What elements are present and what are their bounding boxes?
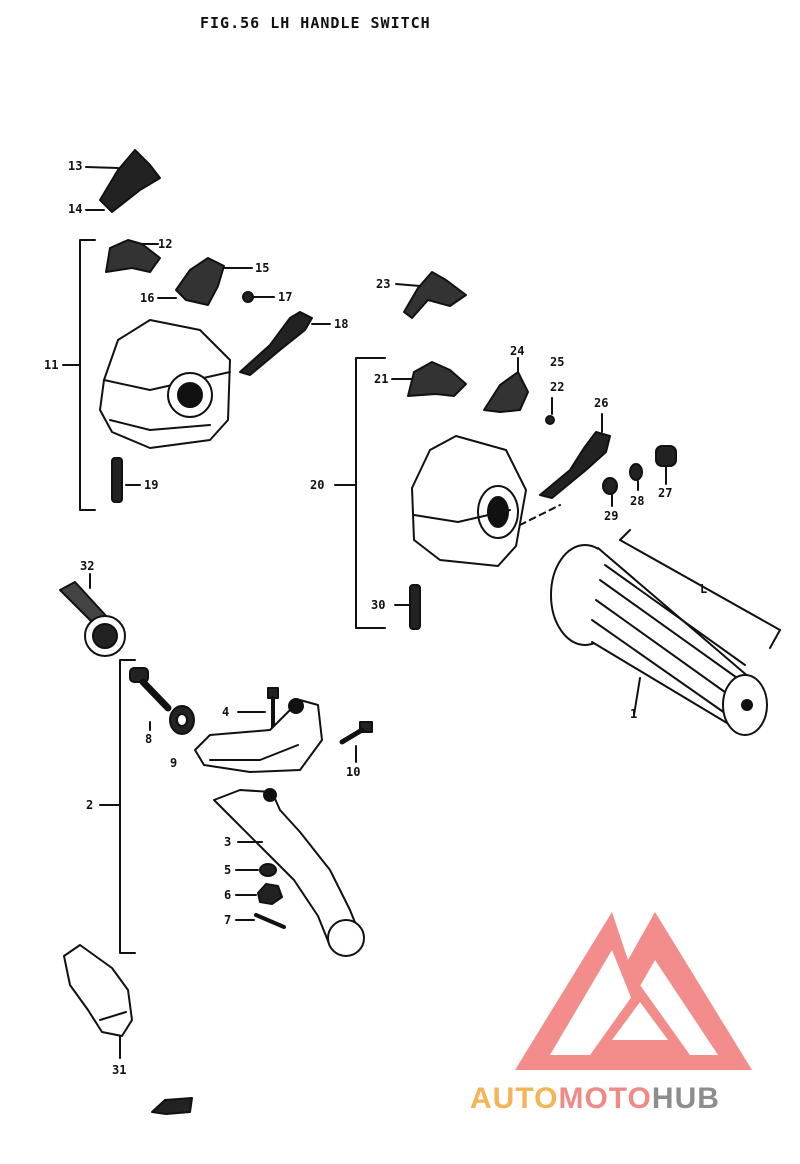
label-32: 32 bbox=[80, 559, 95, 573]
watermark-auto: AUTO bbox=[470, 1082, 559, 1115]
watermark-logo bbox=[515, 912, 752, 1070]
part-13-knob bbox=[85, 149, 161, 213]
part-22-screw bbox=[545, 397, 555, 425]
label-9: 9 bbox=[170, 756, 178, 770]
part-20-housing bbox=[411, 435, 561, 567]
part-9-washer bbox=[169, 705, 195, 735]
part-6-nut bbox=[235, 883, 283, 905]
label-30: 30 bbox=[371, 598, 386, 612]
label-12: 12 bbox=[158, 237, 173, 251]
label-15: 15 bbox=[255, 261, 270, 275]
part-18-lever bbox=[239, 311, 331, 376]
part-12-cover bbox=[105, 239, 161, 273]
bracket-2 bbox=[119, 659, 136, 954]
part-10-bolt bbox=[339, 721, 373, 763]
label-3: 3 bbox=[224, 835, 232, 849]
label-1: 1 bbox=[630, 707, 638, 721]
part-29-spring bbox=[602, 477, 618, 507]
part-1-grip bbox=[550, 544, 768, 736]
part-8-bolt bbox=[129, 667, 172, 731]
part-26-lever bbox=[539, 413, 611, 499]
part-15-knob bbox=[157, 257, 253, 306]
label-22: 22 bbox=[550, 380, 565, 394]
label-5: 5 bbox=[224, 863, 232, 877]
part-5-washer bbox=[235, 863, 277, 877]
dim-l-line bbox=[619, 529, 781, 649]
label-29: 29 bbox=[604, 509, 619, 523]
bracket-11 bbox=[79, 239, 96, 511]
label-20: 20 bbox=[310, 478, 325, 492]
part-3-lever bbox=[213, 788, 365, 957]
watermark-moto: MOTO bbox=[558, 1082, 652, 1115]
part-28-nut bbox=[629, 463, 643, 491]
label-25: 25 bbox=[550, 355, 565, 369]
part-17-screw bbox=[242, 291, 275, 303]
label-18: 18 bbox=[334, 317, 349, 331]
part-19-screw bbox=[111, 457, 141, 503]
part-24-clip bbox=[483, 357, 529, 413]
label-27: 27 bbox=[658, 486, 673, 500]
label-26: 26 bbox=[594, 396, 609, 410]
label-dim-l: L bbox=[700, 582, 708, 596]
label-10: 10 bbox=[346, 765, 361, 779]
part-7-screw bbox=[235, 913, 286, 929]
label-13: 13 bbox=[68, 159, 83, 173]
part-27-cap bbox=[655, 445, 677, 485]
part-30-screw bbox=[394, 584, 421, 630]
part-23-knob bbox=[395, 271, 467, 319]
label-31: 31 bbox=[112, 1063, 127, 1077]
label-21: 21 bbox=[374, 372, 389, 386]
part-21-cover bbox=[391, 361, 467, 397]
figure-title: FIG.56 LH HANDLE SWITCH bbox=[200, 14, 431, 32]
front-arrow-icon bbox=[151, 1097, 193, 1115]
part-11-housing bbox=[99, 319, 231, 449]
label-8: 8 bbox=[145, 732, 153, 746]
label-14: 14 bbox=[68, 202, 83, 216]
watermark-text: AUTOMOTOHUB bbox=[470, 1084, 720, 1114]
label-19: 19 bbox=[144, 478, 159, 492]
lever-bracket bbox=[194, 698, 323, 773]
label-16: 16 bbox=[140, 291, 155, 305]
label-28: 28 bbox=[630, 494, 645, 508]
label-2: 2 bbox=[86, 798, 94, 812]
label-4: 4 bbox=[222, 705, 230, 719]
label-23: 23 bbox=[376, 277, 391, 291]
label-6: 6 bbox=[224, 888, 232, 902]
watermark-hub: HUB bbox=[651, 1082, 720, 1115]
part-32-boot bbox=[59, 573, 126, 657]
label-7: 7 bbox=[224, 913, 232, 927]
part-31-cover bbox=[63, 944, 133, 1059]
label-11: 11 bbox=[44, 358, 59, 372]
label-24: 24 bbox=[510, 344, 525, 358]
bracket-20 bbox=[355, 357, 386, 629]
label-17: 17 bbox=[278, 290, 293, 304]
